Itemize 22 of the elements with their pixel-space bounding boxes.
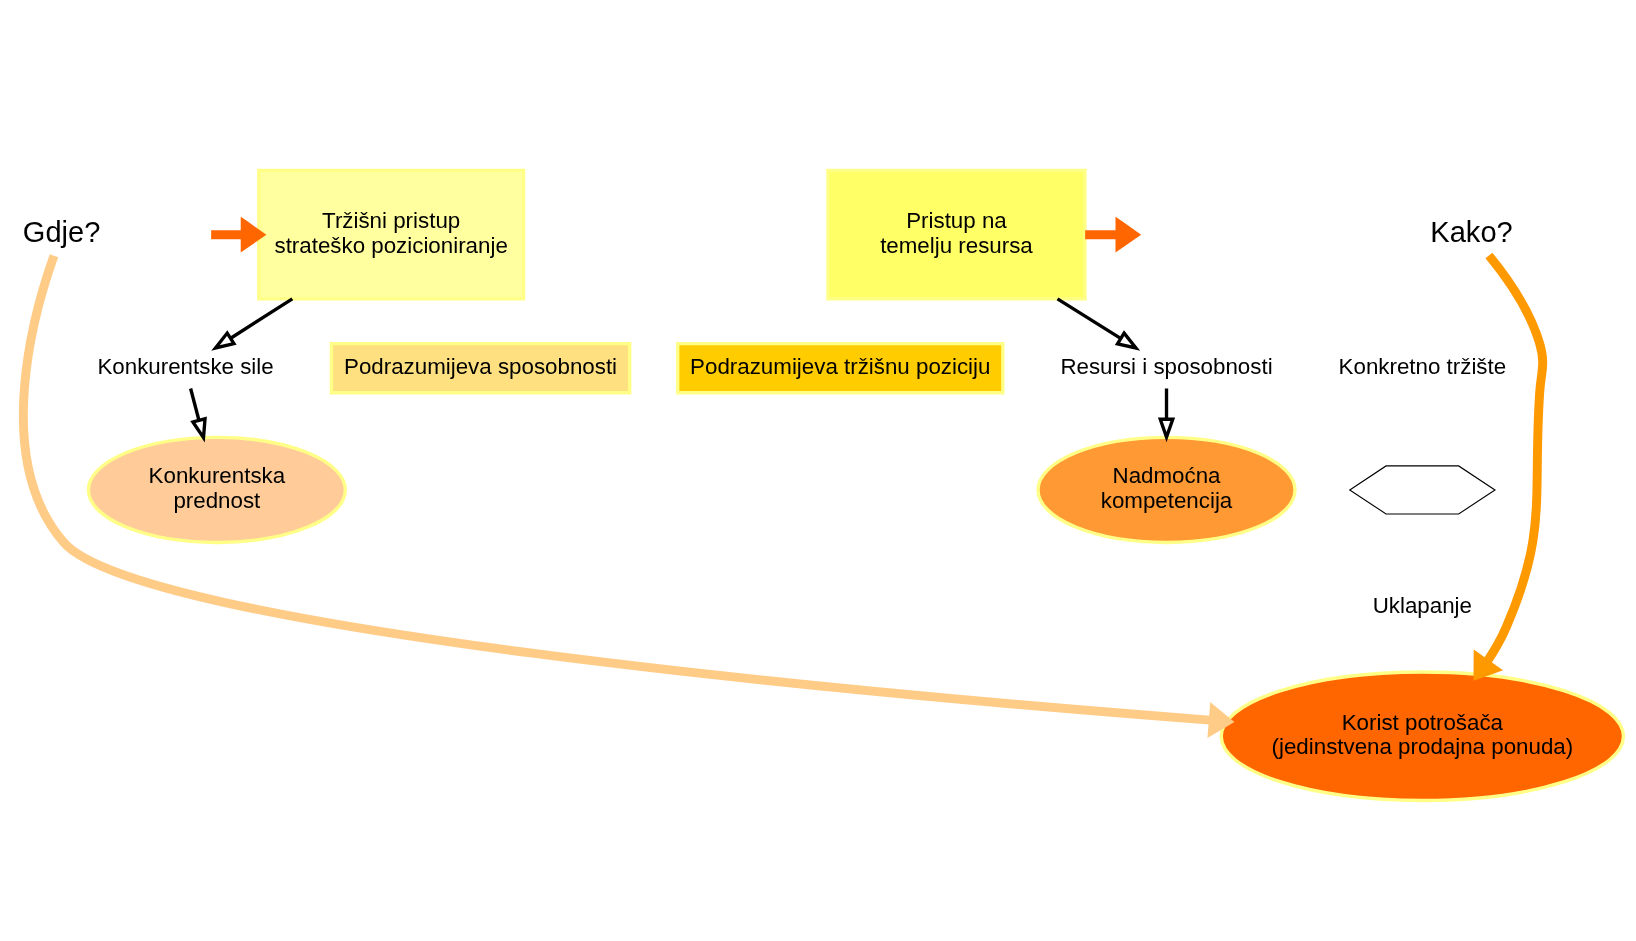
label: Uklapanje xyxy=(1372,592,1472,618)
node-text: Kako? xyxy=(1429,215,1513,248)
arrow xyxy=(188,387,207,443)
node-ellipse: Korist potrošača (jedinstvena prodajna ponuda) xyxy=(1219,669,1625,802)
node-box: Podrazumijeva sposobnosti xyxy=(329,341,631,394)
arrow xyxy=(1472,252,1547,681)
arrow xyxy=(18,253,1234,738)
node-hexagon xyxy=(1348,464,1496,514)
node-box: Tržišni pristup strateško pozicioniranje xyxy=(256,168,525,301)
node-box: Pristup na temelju resursa xyxy=(825,168,1087,301)
arrow xyxy=(210,297,293,351)
label: Konkretno tržište xyxy=(1338,353,1506,379)
node-box: Podrazumijeva tržišnu poziciju xyxy=(675,341,1004,394)
arrow xyxy=(1157,388,1175,442)
node-text: Gdje? xyxy=(22,215,100,248)
arrow xyxy=(1084,216,1141,253)
node-ellipse: Nadmoćna kompetencija xyxy=(1035,435,1297,544)
node-text: Resursi i sposobnosti xyxy=(1059,353,1273,379)
arrow xyxy=(210,216,266,253)
node-text: Konkurentske sile xyxy=(96,353,274,379)
node-ellipse: Konkurentska prednost xyxy=(86,435,347,544)
arrow xyxy=(1056,297,1140,351)
